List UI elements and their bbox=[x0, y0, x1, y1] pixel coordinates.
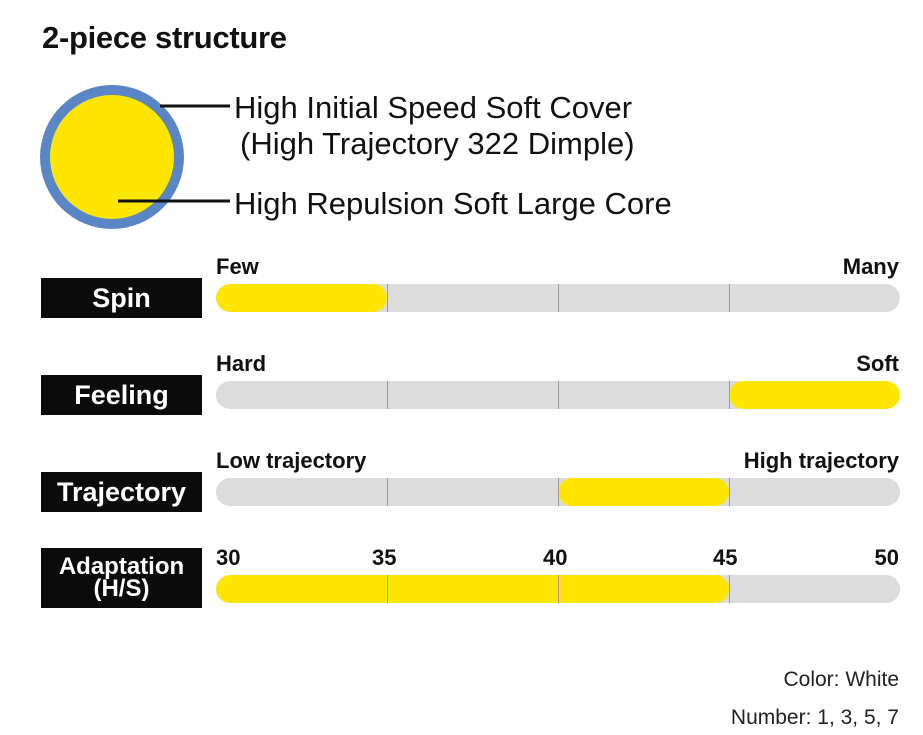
tick bbox=[729, 381, 730, 409]
hs-label-30: 30 bbox=[216, 545, 241, 570]
scale-low-label: Hard bbox=[216, 351, 267, 376]
category-label-adaptation: Adaptation (H/S) bbox=[41, 548, 202, 608]
adaptation-track bbox=[216, 575, 900, 603]
tick bbox=[387, 284, 388, 312]
golf-ball-cross-section bbox=[40, 85, 230, 229]
tick bbox=[387, 478, 388, 506]
hs-label-45: 45 bbox=[713, 545, 738, 570]
ball-core bbox=[50, 95, 174, 219]
category-label-feeling: Feeling bbox=[41, 375, 202, 415]
page-title: 2-piece structure bbox=[42, 20, 287, 55]
rating-row-feeling: Feeling Hard Soft bbox=[0, 349, 923, 439]
tick bbox=[387, 381, 388, 409]
rating-fill bbox=[729, 381, 900, 409]
scale-high-label: Soft bbox=[856, 351, 899, 376]
scale-low-label: Low trajectory bbox=[216, 448, 367, 473]
scale-high-label: High trajectory bbox=[743, 448, 899, 473]
dimple-label: (High Trajectory 322 Dimple) bbox=[240, 126, 635, 161]
rating-row-spin: Spin Few Many bbox=[0, 252, 923, 342]
color-info: Color: White bbox=[783, 668, 899, 691]
hs-label-40: 40 bbox=[543, 545, 568, 570]
adaptation-fill bbox=[216, 575, 729, 603]
tick bbox=[558, 381, 559, 409]
rating-track bbox=[216, 284, 900, 312]
category-label-spin: Spin bbox=[41, 278, 202, 318]
rating-row-adaptation: Adaptation (H/S) 30 35 40 45 50 bbox=[0, 543, 923, 633]
adaptation-line1: Adaptation bbox=[58, 553, 185, 580]
number-info: Number: 1, 3, 5, 7 bbox=[730, 706, 899, 729]
adaptation-line2: (H/S) bbox=[93, 575, 150, 602]
rating-track bbox=[216, 381, 900, 409]
tick bbox=[558, 284, 559, 312]
scale-low-label: Few bbox=[216, 254, 259, 279]
tick bbox=[729, 478, 730, 506]
hs-label-35: 35 bbox=[372, 545, 397, 570]
tick bbox=[558, 478, 559, 506]
tick bbox=[729, 284, 730, 312]
tick bbox=[387, 575, 388, 603]
tick bbox=[558, 575, 559, 603]
scale-high-label: Many bbox=[842, 254, 899, 279]
rating-row-trajectory: Trajectory Low trajectory High trajector… bbox=[0, 446, 923, 536]
rating-fill bbox=[216, 284, 387, 312]
rating-track bbox=[216, 478, 900, 506]
core-label: High Repulsion Soft Large Core bbox=[234, 186, 672, 221]
hs-label-50: 50 bbox=[874, 545, 899, 570]
rating-fill bbox=[558, 478, 729, 506]
category-label-trajectory: Trajectory bbox=[41, 472, 202, 512]
cover-label: High Initial Speed Soft Cover bbox=[234, 90, 633, 125]
tick bbox=[729, 575, 730, 603]
